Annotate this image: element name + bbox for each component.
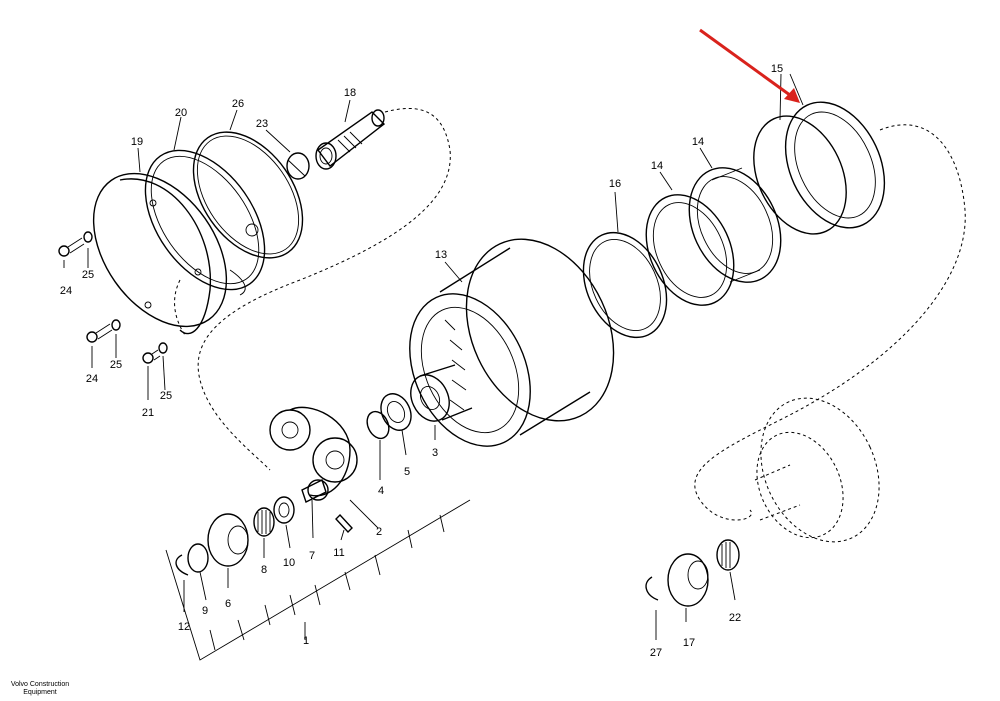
- part-9-thrust-washer: [187, 543, 209, 573]
- watermark-line-1: Volvo Construction: [10, 681, 70, 688]
- label-10: 10: [283, 557, 295, 569]
- part-8-needle-bearing: [253, 507, 275, 537]
- label-21: 21: [142, 407, 154, 419]
- part-27-snap-ring: [645, 576, 659, 601]
- label-4: 4: [378, 485, 384, 497]
- label-14-a: 14: [692, 136, 704, 148]
- part-26-o-ring: [192, 131, 304, 259]
- label-3: 3: [432, 447, 438, 459]
- leader-lines: [63, 73, 804, 661]
- part-10-thrust-washer: [273, 496, 295, 524]
- part-16-retainer: [582, 231, 668, 339]
- hub-assembly-ghost: [754, 397, 880, 543]
- label-5: 5: [404, 466, 410, 478]
- part-21-bolt: [142, 349, 161, 364]
- part-25-washer-lower: [111, 319, 121, 331]
- label-11: 11: [333, 547, 344, 559]
- label-25-b: 25: [110, 359, 122, 371]
- label-17: 17: [683, 637, 695, 649]
- part-23-plug: [286, 152, 310, 180]
- publisher-watermark: Volvo Construction Equipment: [8, 681, 72, 697]
- part-20-snap-ring: [144, 149, 266, 296]
- label-26: 26: [232, 98, 244, 110]
- part-5-thrust-washer: [380, 393, 412, 431]
- part-2-planet-carrier: [269, 406, 358, 501]
- label-9: 9: [202, 605, 208, 617]
- label-2: 2: [376, 526, 382, 538]
- label-24-a: 24: [60, 285, 72, 297]
- label-27: 27: [650, 647, 662, 659]
- part-12-snap-ring: [175, 554, 189, 576]
- part-15-floating-seal: [753, 101, 886, 235]
- label-16: 16: [609, 178, 621, 190]
- label-20: 20: [175, 107, 187, 119]
- label-7: 7: [309, 550, 315, 562]
- part-22-needle-bearing: [716, 539, 740, 571]
- part-6-planet-gear: [207, 513, 249, 567]
- part-17-gear: [667, 553, 709, 607]
- label-8: 8: [261, 564, 267, 576]
- highlight-arrow: [699, 28, 800, 103]
- part-labels: 15 14 14 16 13 18 20 26 19 23 25 24 25 2…: [60, 63, 783, 659]
- label-24-b: 24: [86, 373, 98, 385]
- assembly-outline-cover: [174, 279, 186, 336]
- part-25-washer-upper: [83, 231, 93, 243]
- label-13: 13: [435, 249, 447, 261]
- label-22: 22: [729, 612, 741, 624]
- part-4-snap-ring: [366, 410, 390, 440]
- label-15: 15: [771, 63, 783, 75]
- label-12: 12: [178, 621, 190, 633]
- label-6: 6: [225, 598, 231, 610]
- watermark-line-2: Equipment: [23, 689, 57, 696]
- part-7-planet-shaft: [301, 479, 327, 503]
- label-1: 1: [303, 635, 309, 647]
- part-24-bolt-upper: [58, 237, 85, 257]
- part-14-bearing-outer: [688, 167, 782, 283]
- part-24-bolt-lower: [86, 323, 113, 343]
- assembly-outline-housing: [694, 124, 966, 521]
- label-14-b: 14: [651, 160, 663, 172]
- part-11-pin: [335, 513, 353, 534]
- part-19-cover: [92, 172, 228, 335]
- part-14-bearing-inner: [645, 194, 735, 306]
- label-23: 23: [256, 118, 268, 130]
- part-3-sun-gear: [410, 364, 473, 422]
- label-19: 19: [131, 136, 143, 148]
- part-18-shaft: [315, 109, 386, 170]
- label-18: 18: [344, 87, 356, 99]
- assembly-outline-shaft: [197, 107, 451, 471]
- part-13-housing: [409, 238, 615, 447]
- label-25-c: 25: [160, 390, 172, 402]
- part-25-washer-bolt-21: [158, 342, 168, 354]
- label-25-a: 25: [82, 269, 94, 281]
